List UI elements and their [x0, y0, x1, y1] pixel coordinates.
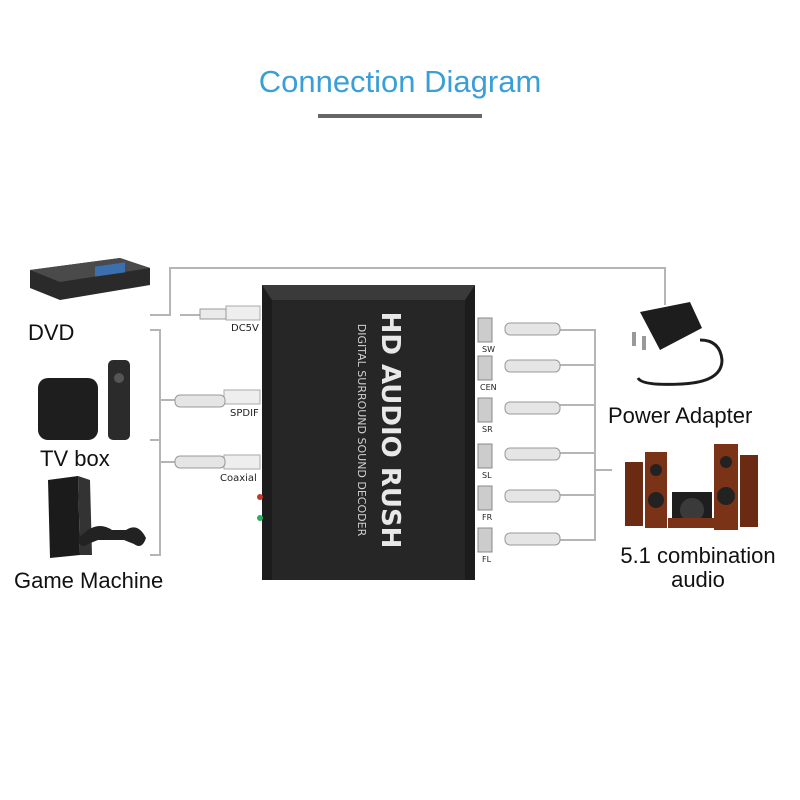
decoder-brand: HD AUDIO RUSH: [375, 312, 405, 549]
port-label-fl: FL: [482, 555, 492, 564]
port-label-sl: SL: [482, 471, 492, 480]
port-label-cen: CEN: [480, 383, 497, 392]
port-label-sw: SW: [482, 345, 495, 354]
left-ports: DC5V SPDIF Coaxial: [174, 305, 261, 484]
port-label-sr: SR: [482, 425, 493, 434]
decoder-box: HD AUDIO RUSH DIGITAL SURROUND SOUND DEC…: [257, 285, 475, 580]
game-console: [48, 476, 146, 558]
speakers-5-1: [625, 444, 758, 530]
port-label-spdif: SPDIF: [230, 408, 259, 419]
port-label-coaxial: Coaxial: [220, 473, 257, 484]
diagram-title: Connection Diagram: [258, 64, 542, 99]
dvd-player: [30, 258, 150, 300]
label-5-1-audio-line1: 5.1 combination: [620, 543, 776, 568]
label-tv-box: TV box: [40, 446, 110, 471]
tv-box: [38, 360, 130, 440]
port-label-fr: FR: [482, 513, 493, 522]
title-underline: [318, 114, 482, 118]
label-5-1-audio-line2: audio: [671, 567, 725, 592]
cables: [150, 267, 666, 556]
decoder-subtitle: DIGITAL SURROUND SOUND DECODER: [355, 324, 368, 537]
label-power-adapter: Power Adapter: [608, 403, 753, 428]
port-label-dc5v: DC5V: [231, 323, 259, 334]
right-ports: SW CEN SR SL FR FL: [477, 317, 561, 564]
label-game-machine: Game Machine: [14, 568, 164, 593]
power-adapter: [632, 302, 724, 386]
label-dvd: DVD: [28, 320, 75, 345]
label-5-1-audio: 5.1 combination audio: [612, 544, 784, 592]
